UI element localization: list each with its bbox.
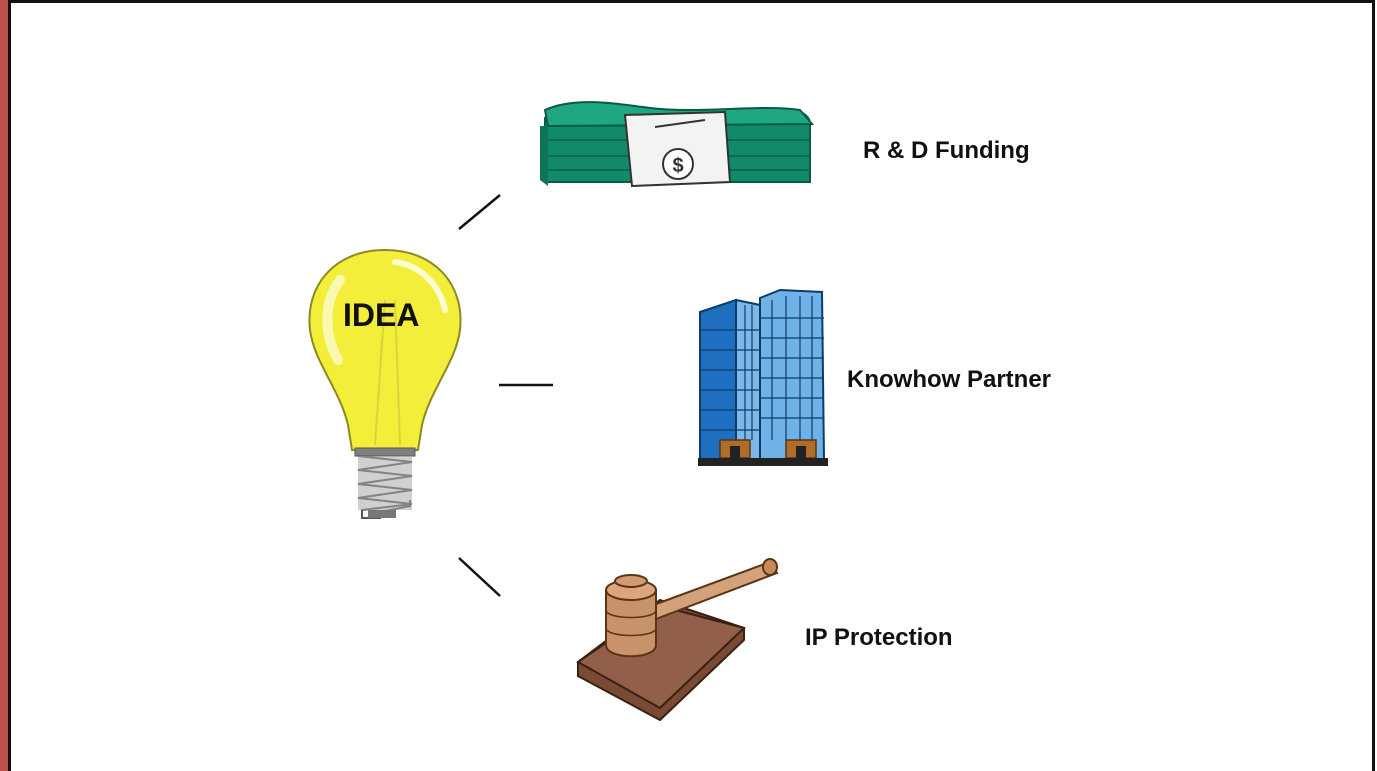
idea-label: IDEA [343, 297, 420, 333]
node-label-funding: R & D Funding [863, 137, 1030, 164]
gavel-icon [576, 558, 779, 722]
connector-funding [458, 194, 501, 230]
left-border [8, 0, 11, 771]
left-accent-bar [0, 0, 8, 771]
node-label-partner: Knowhow Partner [847, 366, 1052, 393]
top-border [8, 0, 1375, 3]
node-label-ip: IP Protection [805, 624, 953, 651]
connector-ip [458, 557, 501, 597]
svg-text:$: $ [672, 155, 683, 177]
right-border [1372, 0, 1375, 771]
money-stack-icon: $ [540, 101, 815, 188]
office-buildings-icon [698, 288, 828, 466]
lightbulb-icon [308, 248, 462, 519]
